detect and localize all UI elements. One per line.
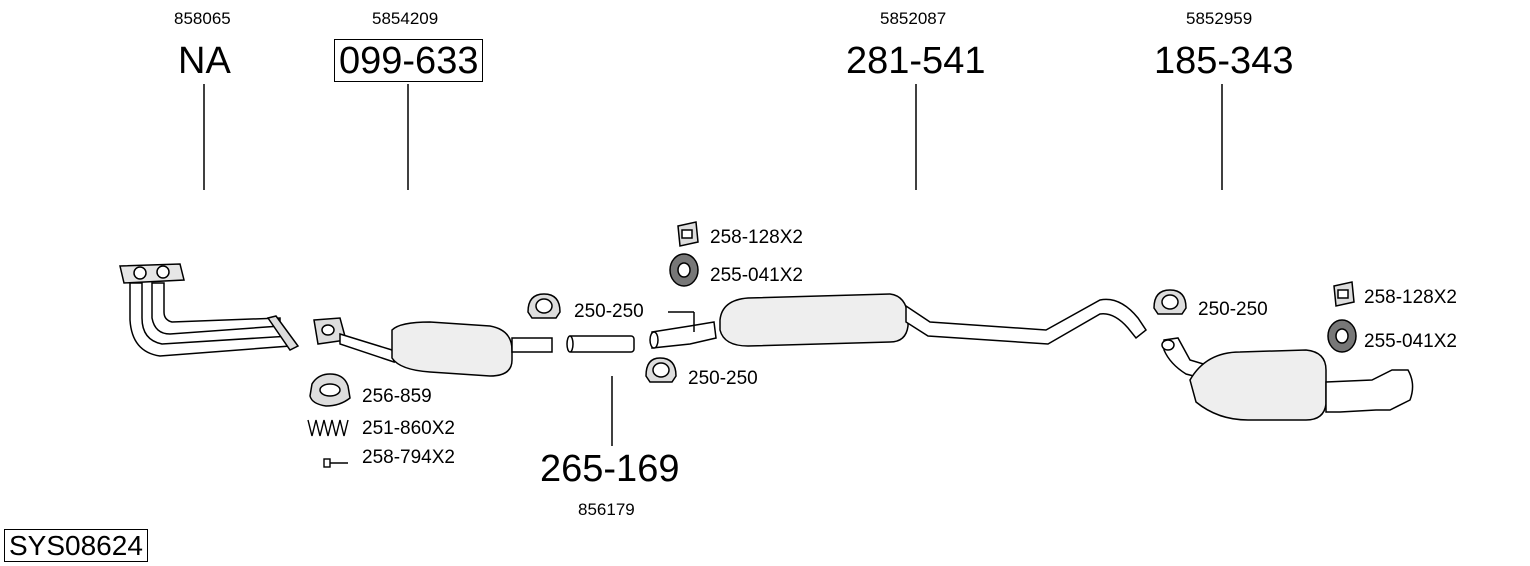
fitting-label[interactable]: 255-041X2 — [710, 265, 803, 286]
center-pipe-part — [566, 335, 635, 353]
rubber-mount-icon — [1327, 319, 1357, 353]
oem-number: 858065 — [174, 9, 231, 28]
gasket-ring-icon — [309, 373, 351, 407]
part-number[interactable]: 185-343 — [1154, 40, 1294, 82]
fitting-label[interactable]: 250-250 — [688, 368, 758, 389]
system-code: SYS08624 — [4, 529, 148, 562]
fitting-label[interactable]: 256-859 — [362, 386, 432, 407]
front-pipe-part — [119, 263, 300, 357]
bolt-icon — [323, 458, 348, 468]
fitting-label[interactable]: 258-128X2 — [710, 227, 803, 248]
rear-silencer-part — [1161, 337, 1414, 421]
rubber-mount-icon — [669, 253, 699, 287]
part-number[interactable]: 281-541 — [846, 40, 986, 82]
part-number[interactable]: NA — [178, 40, 231, 82]
clamp-icon — [645, 357, 677, 383]
bracket-icon — [1333, 281, 1355, 307]
part-number-highlighted[interactable]: 099-633 — [334, 39, 484, 82]
fitting-label[interactable]: 255-041X2 — [1364, 331, 1457, 352]
bracket-icon — [677, 221, 699, 247]
fitting-label[interactable]: 250-250 — [1198, 299, 1268, 320]
fitting-label[interactable]: 258-128X2 — [1364, 287, 1457, 308]
clamp-icon — [1153, 289, 1187, 315]
oem-number: 5854209 — [372, 9, 439, 28]
part-number[interactable]: 265-169 — [540, 448, 680, 490]
oem-number: 856179 — [578, 500, 635, 519]
middle-silencer-part — [649, 293, 1148, 349]
catalytic-converter-part — [313, 317, 553, 377]
spring-icon — [307, 419, 349, 437]
fitting-label[interactable]: 250-250 — [574, 301, 644, 322]
oem-number: 5852959 — [1186, 9, 1253, 28]
oem-number: 5852087 — [880, 9, 947, 28]
fitting-label[interactable]: 258-794X2 — [362, 447, 455, 468]
fitting-label[interactable]: 251-860X2 — [362, 418, 455, 439]
clamp-icon — [527, 293, 561, 319]
